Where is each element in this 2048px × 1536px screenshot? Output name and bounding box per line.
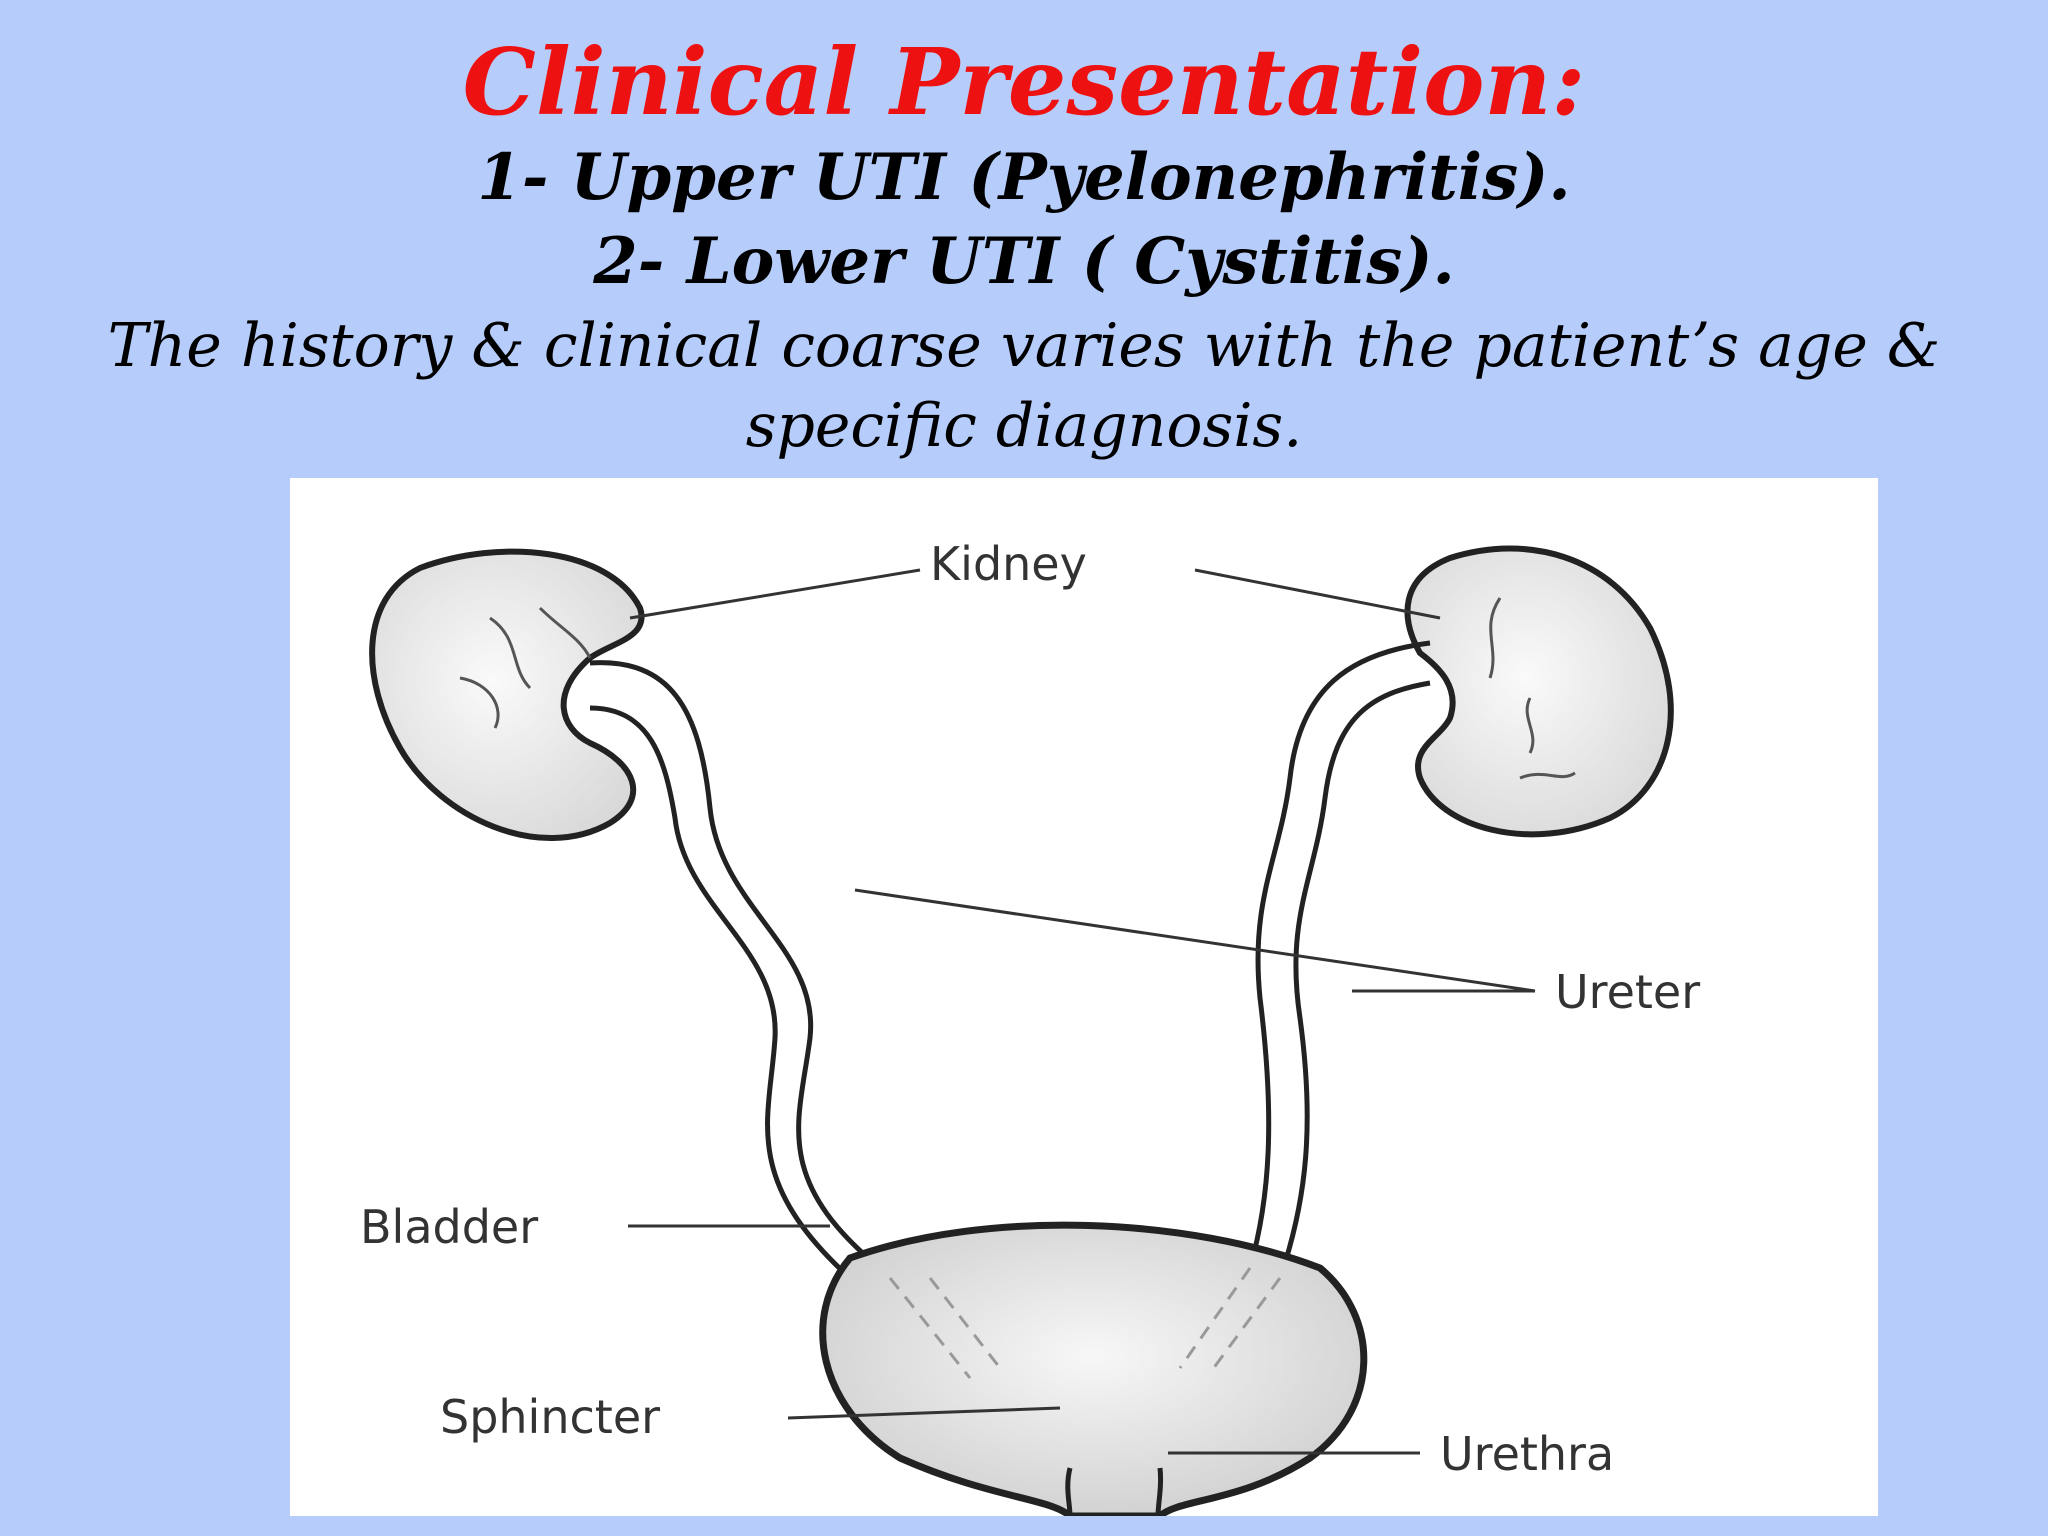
clinical-note: The history & clinical coarse varies wit… bbox=[107, 311, 1941, 461]
left-kidney-calyx bbox=[459, 606, 592, 729]
urinary-tract-diagram: Kidney Ureter Bladder Sphincter Urethra bbox=[290, 478, 1878, 1516]
point-upper-uti: 1- Upper UTI (Pyelonephritis). bbox=[477, 140, 1571, 215]
urinary-tract-svg: Kidney Ureter Bladder Sphincter Urethra bbox=[360, 537, 1700, 1516]
label-bladder: Bladder bbox=[360, 1200, 538, 1254]
urethra bbox=[1065, 1467, 1164, 1516]
right-kidney-calyx bbox=[1488, 597, 1576, 780]
label-sphincter: Sphincter bbox=[440, 1390, 660, 1444]
left-ureter bbox=[589, 660, 882, 1270]
leader-lines bbox=[628, 568, 1536, 1455]
label-ureter: Ureter bbox=[1555, 965, 1700, 1019]
bladder-ureter-openings bbox=[888, 1267, 1282, 1379]
right-ureter bbox=[1247, 640, 1431, 1269]
right-ureter-inner bbox=[1282, 680, 1431, 1264]
bladder bbox=[819, 1221, 1368, 1516]
right-kidney bbox=[1404, 545, 1674, 838]
label-kidney: Kidney bbox=[930, 537, 1087, 591]
left-kidney bbox=[369, 548, 645, 841]
point-lower-uti: 2- Lower UTI ( Cystitis). bbox=[593, 224, 1455, 299]
label-urethra: Urethra bbox=[1440, 1427, 1614, 1481]
left-ureter-inner bbox=[589, 705, 852, 1280]
slide-title: Clinical Presentation: bbox=[462, 28, 1586, 136]
